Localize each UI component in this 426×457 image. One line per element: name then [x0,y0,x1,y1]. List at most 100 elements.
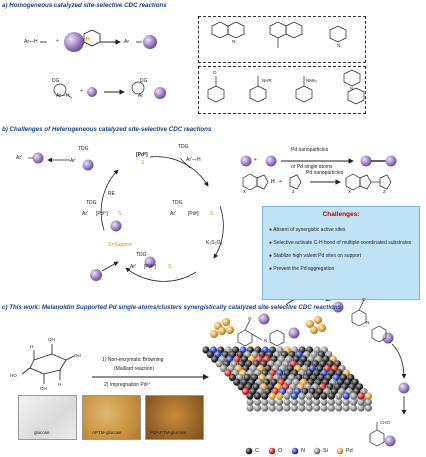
purple-sphere [288,327,300,339]
challenge-text: Prevent the Pd aggregation [273,266,335,272]
challenge-text: Selective activate C-H bond of multiple … [273,240,412,246]
ho-label: HO [10,373,17,378]
slab-atom [276,398,284,406]
slab-atom [253,392,261,400]
plus-sign-b: + [254,157,257,163]
challenges-panel: Challenges: ● Absent of synergistic acti… [262,206,420,300]
slab-atom [350,392,358,400]
z-label-1: Z [292,189,295,194]
legend-o: O [278,448,283,454]
slab-atom [276,392,284,400]
slab-atom [220,364,228,372]
slab-atom [283,404,291,412]
z-label-2: Z [383,189,386,194]
support-legend: S=Support [108,242,132,248]
slab-atom [350,398,358,406]
ar-product-label: Ar [124,39,129,45]
challenges-list: ● Absent of synergistic active sites ● S… [269,227,415,273]
slab-atom [305,392,313,400]
cycle-arc-1 [149,156,209,187]
slab-atom [261,398,269,406]
slab-atom [246,404,254,412]
slab-atom [313,392,321,400]
product-sphere [32,152,44,164]
slab-atom [327,404,335,412]
slab-atom [305,404,313,412]
slab-atom [350,404,358,412]
slab-atom [364,398,372,406]
purple-sphere [385,155,397,167]
h-label-b: H [271,179,275,185]
photo-label-glucose: glucose [34,430,50,435]
slab-atom [313,398,321,406]
ar-h-label-b: Ar'—H [186,157,201,163]
h-label-c2: H [58,382,62,387]
section-c-title: c) This work: Melanoidin Supported Pd si… [2,304,342,311]
slab-atom [206,351,214,359]
ar-label-b5: Ar' [130,264,136,270]
cycle-arc-2 [213,205,224,259]
cycle-arrow-c2 [391,343,407,379]
legend-pd: Pd [346,448,353,454]
slab-atom [242,387,250,395]
challenge-text: Absent of synergistic active sites [273,227,346,233]
h-atom-label: H [86,37,90,43]
legend-dot-si [313,447,321,455]
slab-atom [327,398,335,406]
cho-label: CHO [380,420,390,425]
slab-atom [290,392,298,400]
slab-atom [342,398,350,406]
slab-atom [305,398,313,406]
challenges-title: Challenges: [322,211,360,218]
challenge-item: ● Stablize high valent Pd sites on suppo… [269,253,361,259]
slab-atom [364,404,372,412]
ar-label-2: Ar [138,93,143,99]
slab-atom [233,378,241,386]
ligand-box-2 [198,66,366,114]
slab-atom [246,398,254,406]
legend-n: N [301,448,305,454]
h-label-c1: H [30,344,34,349]
plus-sign-2: + [80,88,83,94]
tdg-label-5: TDG [136,252,147,258]
purple-sphere [110,220,122,232]
slab-atom [237,383,245,391]
product-sphere [154,87,166,99]
imine-structure-right [351,299,387,343]
legend-si: Si [323,448,328,454]
slab-atom [283,392,291,400]
pd-np-label-2: or Pd single atoms [291,164,333,170]
slab-atom [290,398,298,406]
s-label-3: S [210,211,214,217]
photo-label-pd: Pd/APTM-glucose [150,430,187,435]
ar-label-b2: Ar' [70,158,76,164]
purple-sphere [144,256,156,268]
pd-np-label-1: Pd nanoparticles [291,147,329,153]
slab-atom [313,404,321,412]
purple-sphere [360,155,372,167]
pd4-label-2: [Pdᴵⱽ] [144,264,156,270]
slab-atom [283,398,291,406]
s-label-2: S [118,211,122,217]
slab-atom [253,398,261,406]
slab-atom [327,392,335,400]
pd4-label-1: [Pdᴵⱽ] [96,211,108,217]
tdg-label-3: TDG [86,200,97,206]
slab-atom [261,392,269,400]
ligand-structures-row1 [211,21,347,48]
incoming-sphere [90,269,102,281]
oh-label-3: OH [40,386,47,391]
ligand-box-1 [198,16,366,63]
re-label: RE [108,191,115,197]
slab-atom [268,392,276,400]
dg-label-2: DG [140,78,148,84]
slab-atom [335,392,343,400]
product-sphere [143,35,157,49]
plus-sign-c: + [279,179,282,185]
aptm-glucose-photo [82,395,141,440]
glucose-photo [18,395,77,440]
slab-atom [335,404,343,412]
oh-label-1: OH [48,337,55,342]
s-label-4: S [168,264,172,270]
